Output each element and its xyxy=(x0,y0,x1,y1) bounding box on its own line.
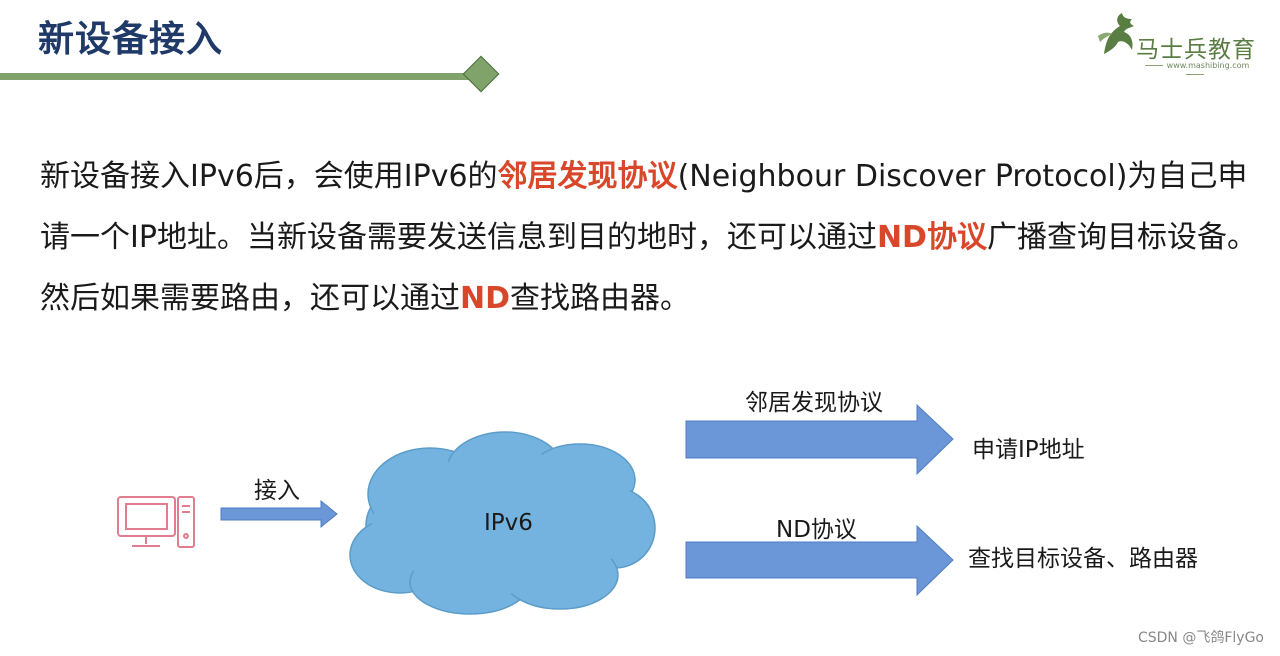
brand-logo: 马士兵教育 www.mashibing.com xyxy=(1092,8,1264,74)
paragraph-text: 查找路由器。 xyxy=(510,281,691,316)
csdn-watermark: CSDN @飞鸽FlyGo xyxy=(1137,630,1264,646)
access-arrow xyxy=(220,499,338,529)
brand-url: www.mashibing.com xyxy=(1130,61,1260,79)
paragraph-text: 新设备接入IPv6后，会使用IPv6的 xyxy=(40,159,498,194)
access-label: 接入 xyxy=(254,478,300,504)
nd-arrow-label: ND协议 xyxy=(776,517,857,543)
paragraph-text: 广播查询目标设备。然后如果需要路由，还可以通过 xyxy=(40,220,1257,316)
ndp-target-label: 申请IP地址 xyxy=(972,437,1085,463)
brand-name: 马士兵教育 xyxy=(1136,37,1256,63)
computer-icon xyxy=(117,496,195,548)
paragraph-text: (Neighbour Discover Protocol)为自己申请一个IP地址… xyxy=(40,159,1248,255)
ndp-arrow xyxy=(685,403,954,476)
highlight-nd: ND xyxy=(460,281,511,316)
horse-head-logo-icon xyxy=(1098,13,1134,54)
highlight-ndp-term: 邻居发现协议 xyxy=(497,159,678,194)
nd-target-label: 查找目标设备、路由器 xyxy=(968,546,1198,572)
page-title: 新设备接入 xyxy=(38,19,224,60)
cloud-label: IPv6 xyxy=(484,510,533,536)
intro-paragraph: 新设备接入IPv6后，会使用IPv6的邻居发现协议(Neighbour Disc… xyxy=(40,146,1260,329)
title-underline xyxy=(0,73,472,80)
highlight-nd-protocol: ND协议 xyxy=(876,220,987,255)
ndp-arrow-label: 邻居发现协议 xyxy=(745,390,883,416)
nd-arrow xyxy=(685,524,954,597)
